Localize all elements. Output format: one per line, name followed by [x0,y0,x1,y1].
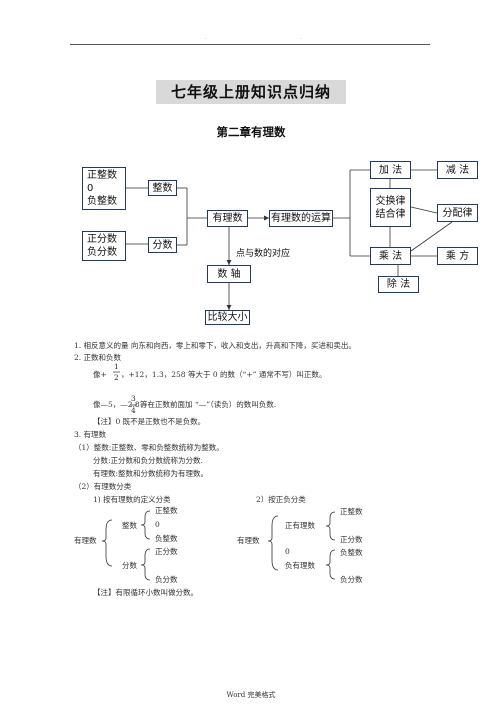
box-multiply: 乘 法 [370,247,411,265]
label-pos-frac: 正分数 [87,234,117,245]
box-divide: 除 法 [378,276,419,293]
line-rational-heading: 3. 有理数 [74,430,107,439]
box-rational: 有理数 [207,210,248,227]
chapter-heading: 第二章有理数 [216,125,286,139]
label-neg-int: 负整数 [87,196,117,207]
line-pos-neg-heading: 2. 正数和负数 [74,353,122,362]
box-fraction: 分数 [148,237,177,253]
line-fraction-def: 分数:正分数和负分数统称为分数. [93,456,203,465]
note-repeating-decimal: 【注】有限循环小数叫做分数。 [93,588,198,597]
line-positive-b: ，+12，1.3，258 等大于 0 的数（“+” 通常不写）叫正数。 [121,370,327,379]
box-comm-assoc: 交换律 结合律 [370,188,411,227]
line-rational-def: 有理数:整数和分数统称为有理数。 [93,469,209,478]
line-opposite-quantities: 1. 相反意义的量 向东和向西，零上和零下，收入和支出，升高和下降，买进和卖出。 [74,341,356,350]
line-class-by-sign: 2）按正负分类 [256,495,306,504]
tree2-neg-int: 负整数 [340,548,363,557]
page-title: 七年级上册知识点归纳 [156,80,346,104]
frac-three-quarter-num: 3 [131,394,136,403]
box-fraction-members: 正分数 负分数 [82,231,126,261]
tree1-zero: 0 [155,520,160,529]
box-distributive: 分配律 [437,204,478,222]
label-point-correspond: 点与数的对应 [236,249,291,259]
header-rule [70,44,430,45]
label-commutative: 交换律 [375,195,406,207]
tree1-root: 有理数 [74,536,97,545]
box-operations: 有理数的运算 [269,210,333,227]
label-associative: 结合律 [375,208,406,220]
tree2-zero: 0 [285,547,290,556]
header-dot-right: · [300,36,302,42]
header-dot-left: · [205,36,207,42]
tree2-negative: 负有理数 [285,561,315,570]
tree1-integer: 整数 [122,521,137,530]
note-zero: 【注】0 既不是正数也不是负数。 [93,417,206,426]
frac-half-num: 1 [114,362,119,371]
tree1-fraction: 分数 [122,561,137,570]
box-compare: 比较大小 [205,310,250,325]
label-neg-frac: 负分数 [87,247,117,258]
tree1-pos-int: 正整数 [155,506,178,515]
tree1-neg-frac: 负分数 [155,575,178,584]
tree2-pos-int: 正整数 [340,507,363,516]
tree1-pos-frac: 正分数 [155,547,178,556]
line-class-by-definition: 1) 按有理数的定义分类 [93,495,171,504]
tree1-neg-int: 负整数 [155,534,178,543]
frac-half-den: 2 [114,373,119,382]
line-integer-def: （1）整数:正整数、零和负整数统称为整数。 [74,443,224,452]
tree2-pos-frac: 正分数 [340,535,363,544]
frac-three-quarter-den: 4 [131,406,136,415]
label-pos-int: 正整数 [87,170,117,181]
tree2-neg-frac: 负分数 [340,575,363,584]
box-number-line: 数 轴 [207,265,251,283]
box-integer: 整数 [148,180,177,196]
label-zero: 0 [87,183,94,194]
line-negative-a: 像—5，—2.8，− [93,400,154,409]
box-add: 加 法 [370,161,411,179]
line-negative-b: 等在正数前面加 “—”（读负）的数叫负数. [140,400,277,409]
line-classification-heading: （2）有理数分类 [74,482,132,491]
tree2-positive: 正有理数 [285,521,315,530]
tree2-root: 有理数 [237,536,260,545]
box-integer-members: 正整数 0 负整数 [82,167,126,210]
box-subtract: 减 法 [437,161,478,179]
line-positive-a: 像+ [93,370,107,379]
box-power: 乘 方 [437,247,478,265]
page-footer: Word 完美格式 [226,691,276,699]
